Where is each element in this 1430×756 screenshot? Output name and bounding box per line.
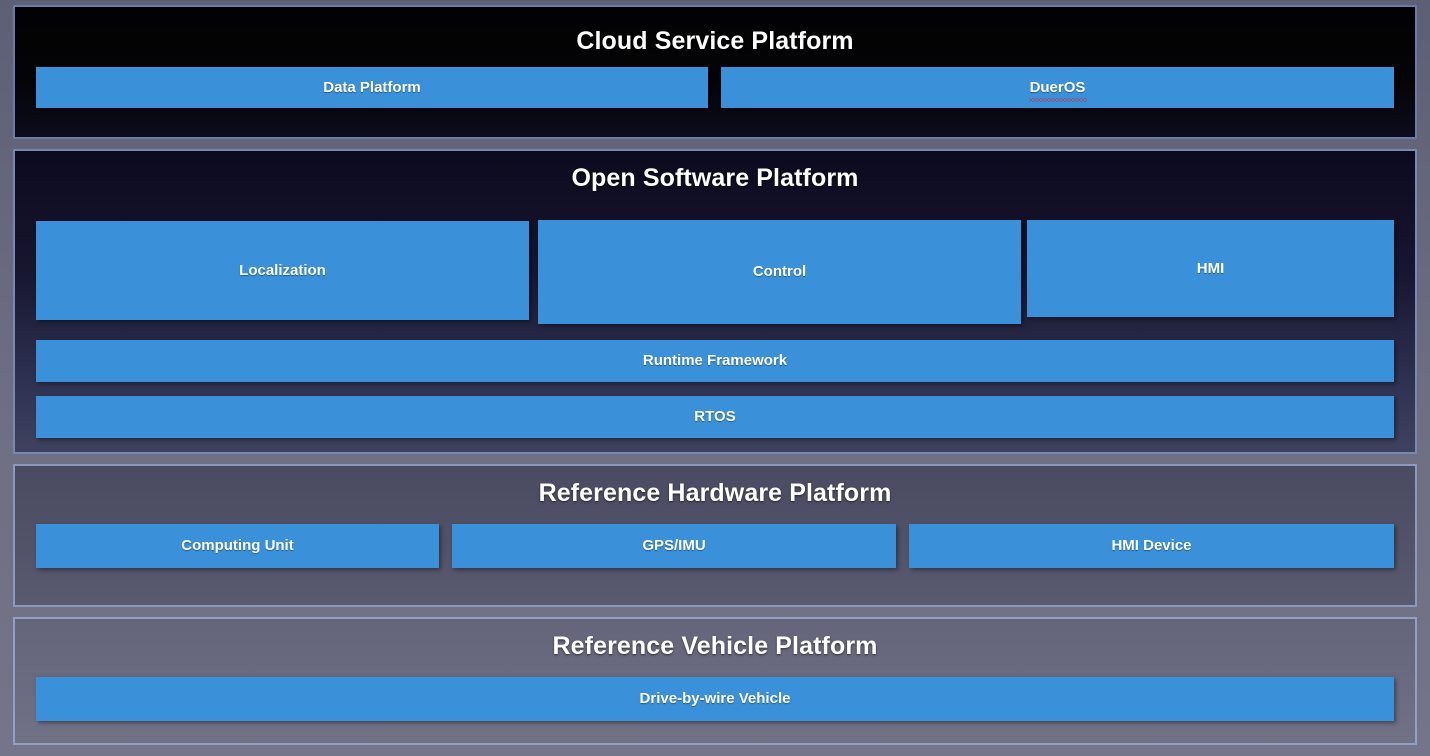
layer-title-reference-vehicle-platform: Reference Vehicle Platform <box>552 632 878 660</box>
cloud-block-row: Data Platform DuerOS <box>36 67 1394 108</box>
block-label-data-platform: Data Platform <box>323 78 421 96</box>
block-label-drive-by-wire-vehicle: Drive-by-wire Vehicle <box>639 690 791 707</box>
block-label-control: Control <box>752 263 807 280</box>
software-module-row: Localization Control HMI <box>36 219 1394 325</box>
block-data-platform[interactable]: Data Platform <box>36 67 708 108</box>
block-label-dueros: DuerOS <box>1028 78 1088 102</box>
block-hmi[interactable]: HMI <box>1027 220 1394 317</box>
block-hmi-device[interactable]: HMI Device <box>909 524 1394 568</box>
block-label-computing-unit: Computing Unit <box>181 537 294 554</box>
layer-title-cloud-service-platform: Cloud Service Platform <box>576 27 854 55</box>
block-label-hmi: HMI <box>1196 259 1225 277</box>
vehicle-block-row: Drive-by-wire Vehicle <box>36 677 1394 721</box>
block-label-localization: Localization <box>239 261 326 279</box>
layer-title-reference-hardware-platform: Reference Hardware Platform <box>538 479 892 507</box>
block-dueros[interactable]: DuerOS <box>721 67 1394 108</box>
block-drive-by-wire-vehicle[interactable]: Drive-by-wire Vehicle <box>36 677 1394 721</box>
hardware-block-row: Computing Unit GPS/IMU HMI Device <box>36 524 1394 568</box>
block-gps-imu[interactable]: GPS/IMU <box>452 524 896 568</box>
block-computing-unit[interactable]: Computing Unit <box>36 524 439 568</box>
layer-open-software-platform: Open Software Platform Localization Cont… <box>13 149 1417 454</box>
layer-reference-hardware-platform: Reference Hardware Platform Computing Un… <box>13 464 1417 607</box>
layer-cloud-service-platform: Cloud Service Platform Data Platform Due… <box>13 5 1417 139</box>
block-runtime-framework[interactable]: Runtime Framework <box>36 340 1394 382</box>
block-localization[interactable]: Localization <box>36 221 529 320</box>
block-label-hmi-device: HMI Device <box>1111 537 1192 554</box>
block-label-rtos: RTOS <box>694 408 736 425</box>
layer-reference-vehicle-platform: Reference Vehicle Platform Drive-by-wire… <box>13 617 1417 745</box>
block-control[interactable]: Control <box>538 220 1021 324</box>
block-label-runtime-framework: Runtime Framework <box>642 352 788 369</box>
layer-title-open-software-platform: Open Software Platform <box>571 164 859 192</box>
block-label-gps-imu: GPS/IMU <box>642 537 706 554</box>
block-rtos[interactable]: RTOS <box>36 396 1394 438</box>
